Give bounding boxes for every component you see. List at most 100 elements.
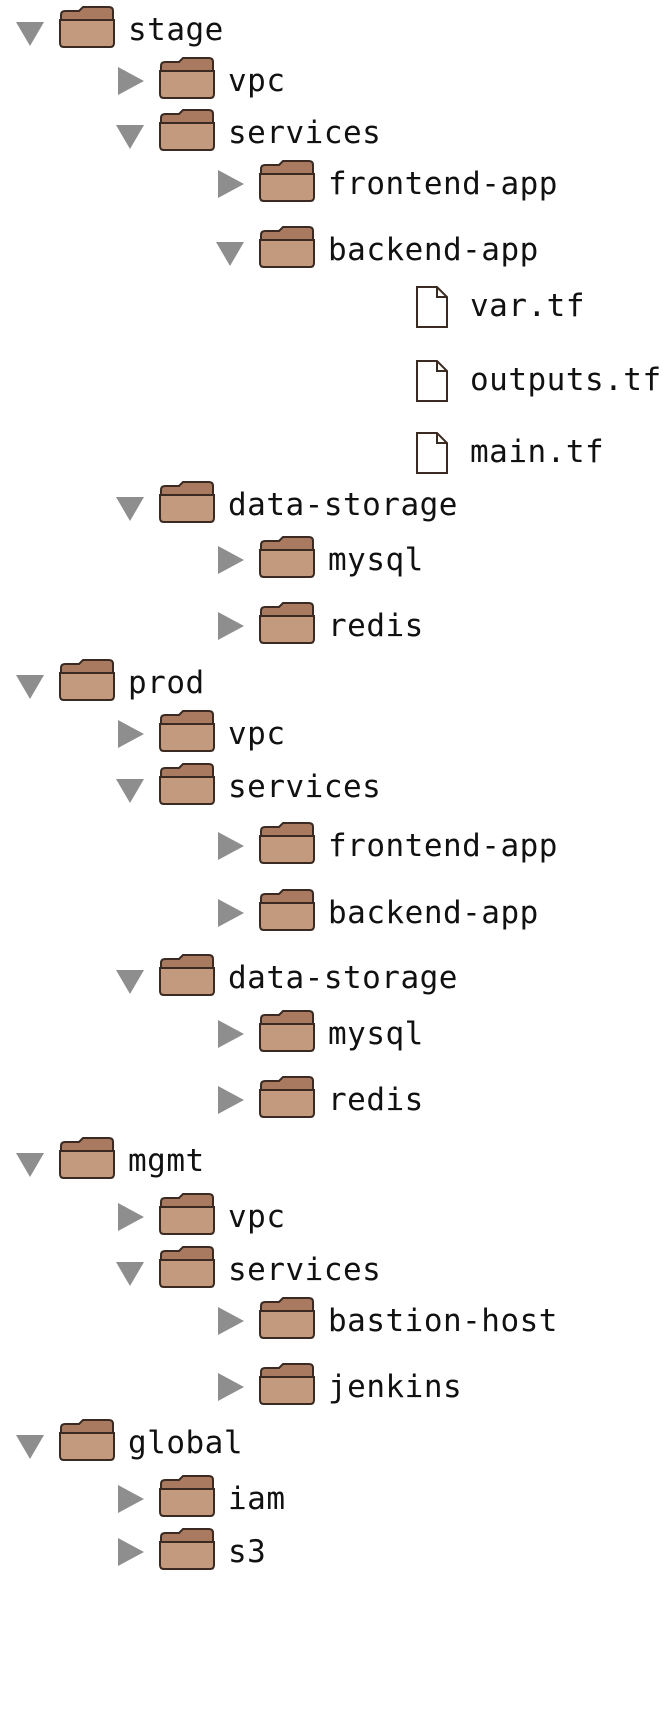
- tree-folder-row[interactable]: vpc: [0, 710, 671, 754]
- folder-label: backend-app: [328, 232, 539, 268]
- folder-icon: [58, 1137, 120, 1183]
- tree-file-row[interactable]: main.tf: [0, 432, 671, 474]
- tree-folder-row[interactable]: data-storage: [0, 954, 671, 998]
- tree-folder-row[interactable]: backend-app: [0, 226, 671, 270]
- collapsed-triangle-icon[interactable]: [114, 1483, 146, 1515]
- folder-icon: [158, 481, 220, 527]
- tree-folder-row[interactable]: s3: [0, 1528, 671, 1572]
- folder-icon: [158, 954, 220, 1000]
- tree-folder-row[interactable]: stage: [0, 6, 671, 50]
- folder-icon: [258, 536, 320, 582]
- tree-folder-row[interactable]: mysql: [0, 536, 671, 580]
- folder-label: services: [228, 769, 382, 805]
- tree-folder-row[interactable]: services: [0, 109, 671, 153]
- tree-folder-row[interactable]: iam: [0, 1475, 671, 1519]
- folder-label: frontend-app: [328, 166, 558, 202]
- folder-label: stage: [128, 12, 224, 48]
- folder-label: vpc: [228, 716, 286, 752]
- expanded-triangle-icon[interactable]: [114, 119, 146, 151]
- expanded-triangle-icon[interactable]: [14, 1429, 46, 1461]
- folder-icon: [58, 6, 120, 52]
- tree-folder-row[interactable]: vpc: [0, 57, 671, 101]
- folder-label: mgmt: [128, 1143, 205, 1179]
- folder-icon: [258, 226, 320, 272]
- tree-folder-row[interactable]: services: [0, 1246, 671, 1290]
- expanded-triangle-icon[interactable]: [114, 773, 146, 805]
- tree-folder-row[interactable]: vpc: [0, 1193, 671, 1237]
- folder-label: services: [228, 115, 382, 151]
- collapsed-triangle-icon[interactable]: [214, 830, 246, 862]
- folder-icon: [158, 710, 220, 756]
- tree-folder-row[interactable]: bastion-host: [0, 1297, 671, 1341]
- expanded-triangle-icon[interactable]: [214, 236, 246, 268]
- folder-label: frontend-app: [328, 828, 558, 864]
- expanded-triangle-icon[interactable]: [14, 1147, 46, 1179]
- collapsed-triangle-icon[interactable]: [214, 897, 246, 929]
- folder-label: mysql: [328, 542, 424, 578]
- folder-icon: [258, 1010, 320, 1056]
- collapsed-triangle-icon[interactable]: [114, 65, 146, 97]
- collapsed-triangle-icon[interactable]: [214, 1371, 246, 1403]
- folder-label: vpc: [228, 1199, 286, 1235]
- collapsed-triangle-icon[interactable]: [214, 610, 246, 642]
- expanded-triangle-icon[interactable]: [14, 16, 46, 48]
- file-icon: [414, 358, 452, 406]
- tree-folder-row[interactable]: redis: [0, 602, 671, 646]
- collapsed-triangle-icon[interactable]: [214, 1018, 246, 1050]
- folder-icon: [158, 1246, 220, 1292]
- tree-folder-row[interactable]: redis: [0, 1076, 671, 1120]
- collapsed-triangle-icon[interactable]: [214, 544, 246, 576]
- folder-label: redis: [328, 1082, 424, 1118]
- tree-file-row[interactable]: outputs.tf: [0, 360, 671, 402]
- folder-label: prod: [128, 665, 205, 701]
- folder-label: global: [128, 1425, 243, 1461]
- folder-icon: [158, 1528, 220, 1574]
- folder-icon: [258, 1297, 320, 1343]
- tree-folder-row[interactable]: frontend-app: [0, 160, 671, 204]
- tree-file-row[interactable]: var.tf: [0, 286, 671, 328]
- folder-icon: [58, 659, 120, 705]
- file-icon: [414, 284, 452, 332]
- folder-label: jenkins: [328, 1369, 463, 1405]
- file-label: main.tf: [470, 434, 605, 470]
- expanded-triangle-icon[interactable]: [114, 964, 146, 996]
- folder-icon: [258, 822, 320, 868]
- folder-label: data-storage: [228, 960, 458, 996]
- folder-label: data-storage: [228, 487, 458, 523]
- expanded-triangle-icon[interactable]: [14, 669, 46, 701]
- folder-icon: [258, 602, 320, 648]
- folder-label: vpc: [228, 63, 286, 99]
- file-icon: [414, 430, 452, 478]
- folder-label: s3: [228, 1534, 267, 1570]
- collapsed-triangle-icon[interactable]: [114, 1201, 146, 1233]
- collapsed-triangle-icon[interactable]: [214, 168, 246, 200]
- folder-icon: [258, 889, 320, 935]
- tree-folder-row[interactable]: global: [0, 1419, 671, 1463]
- collapsed-triangle-icon[interactable]: [214, 1084, 246, 1116]
- tree-folder-row[interactable]: data-storage: [0, 481, 671, 525]
- collapsed-triangle-icon[interactable]: [114, 718, 146, 750]
- tree-folder-row[interactable]: mgmt: [0, 1137, 671, 1181]
- tree-folder-row[interactable]: jenkins: [0, 1363, 671, 1407]
- tree-folder-row[interactable]: frontend-app: [0, 822, 671, 866]
- collapsed-triangle-icon[interactable]: [214, 1305, 246, 1337]
- tree-folder-row[interactable]: backend-app: [0, 889, 671, 933]
- tree-folder-row[interactable]: services: [0, 763, 671, 807]
- folder-icon: [58, 1419, 120, 1465]
- expanded-triangle-icon[interactable]: [114, 1256, 146, 1288]
- collapsed-triangle-icon[interactable]: [114, 1536, 146, 1568]
- folder-label: iam: [228, 1481, 286, 1517]
- folder-icon: [258, 1363, 320, 1409]
- folder-label: services: [228, 1252, 382, 1288]
- folder-icon: [158, 763, 220, 809]
- folder-label: bastion-host: [328, 1303, 558, 1339]
- tree-folder-row[interactable]: mysql: [0, 1010, 671, 1054]
- folder-icon: [258, 160, 320, 206]
- file-label: outputs.tf: [470, 362, 662, 398]
- tree-folder-row[interactable]: prod: [0, 659, 671, 703]
- folder-icon: [158, 109, 220, 155]
- file-label: var.tf: [470, 288, 585, 324]
- expanded-triangle-icon[interactable]: [114, 491, 146, 523]
- folder-label: redis: [328, 608, 424, 644]
